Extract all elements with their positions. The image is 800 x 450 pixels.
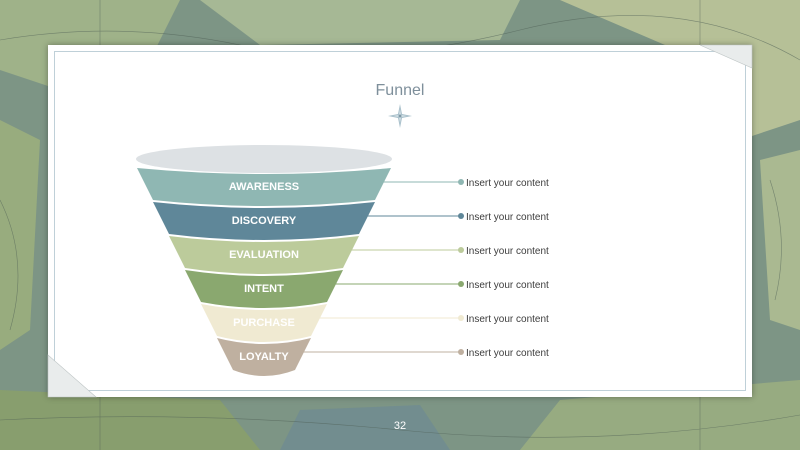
connector-end-dot <box>458 179 464 185</box>
connector-end-dot <box>458 213 464 219</box>
funnel-level-evaluation <box>169 236 359 274</box>
funnel-item-text[interactable]: Insert your content <box>466 246 549 257</box>
funnel-item-text[interactable]: Insert your content <box>466 314 549 325</box>
funnel-level-label: PURCHASE <box>233 317 295 329</box>
connector-end-dot <box>458 247 464 253</box>
funnel-level-intent <box>185 270 343 308</box>
funnel-level-label: DISCOVERY <box>232 215 297 227</box>
funnel-item-text[interactable]: Insert your content <box>466 212 549 223</box>
compass-rose-icon <box>388 104 412 128</box>
card-border <box>54 51 746 391</box>
funnel-level-label: AWARENESS <box>229 181 299 193</box>
funnel-level-awareness <box>137 168 391 206</box>
funnel-item-text[interactable]: Insert your content <box>466 178 549 189</box>
funnel-item-text[interactable]: Insert your content <box>466 280 549 291</box>
corner-curl-bottom-left <box>47 354 97 398</box>
connector-end-dot <box>458 281 464 287</box>
funnel-level-label: LOYALTY <box>239 351 289 363</box>
funnel-level-label: INTENT <box>244 283 284 295</box>
page-number: 32 <box>393 420 407 432</box>
funnel-level-label: EVALUATION <box>229 249 299 261</box>
slide-title: Funnel <box>375 82 425 99</box>
funnel-level-loyalty <box>217 338 311 376</box>
funnel-level-purchase <box>201 304 327 342</box>
corner-curl-top-right <box>700 44 753 69</box>
connector-end-dot <box>458 315 464 321</box>
funnel-rim <box>136 145 392 173</box>
funnel-item-text[interactable]: Insert your content <box>466 348 549 359</box>
connector-end-dot <box>458 349 464 355</box>
funnel-level-discovery <box>153 202 375 240</box>
